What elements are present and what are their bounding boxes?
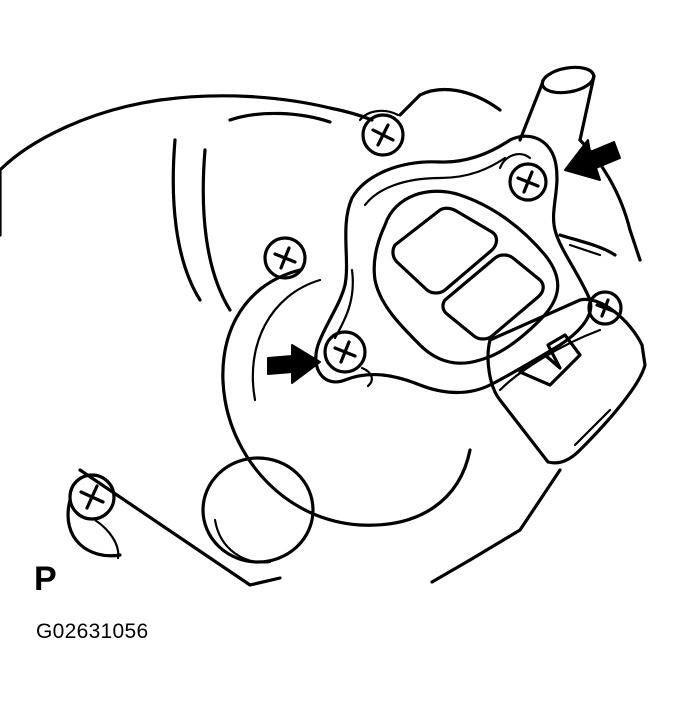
arrow-left — [267, 344, 321, 384]
view-letter: P — [34, 560, 57, 598]
screw-right — [587, 290, 623, 326]
throttle-body-housing — [0, 94, 562, 587]
lower-port — [201, 456, 315, 564]
figure-code: G02631056 — [36, 620, 149, 643]
screw-top-left — [358, 109, 405, 157]
throttle-bore — [221, 268, 472, 527]
sensor-connector — [486, 297, 647, 465]
screw-left — [263, 236, 307, 280]
screw-sensor-lower — [323, 330, 373, 388]
screw-bottom-left — [68, 473, 116, 521]
screw-sensor-upper — [498, 153, 548, 202]
arrow-upper-right — [564, 139, 621, 181]
